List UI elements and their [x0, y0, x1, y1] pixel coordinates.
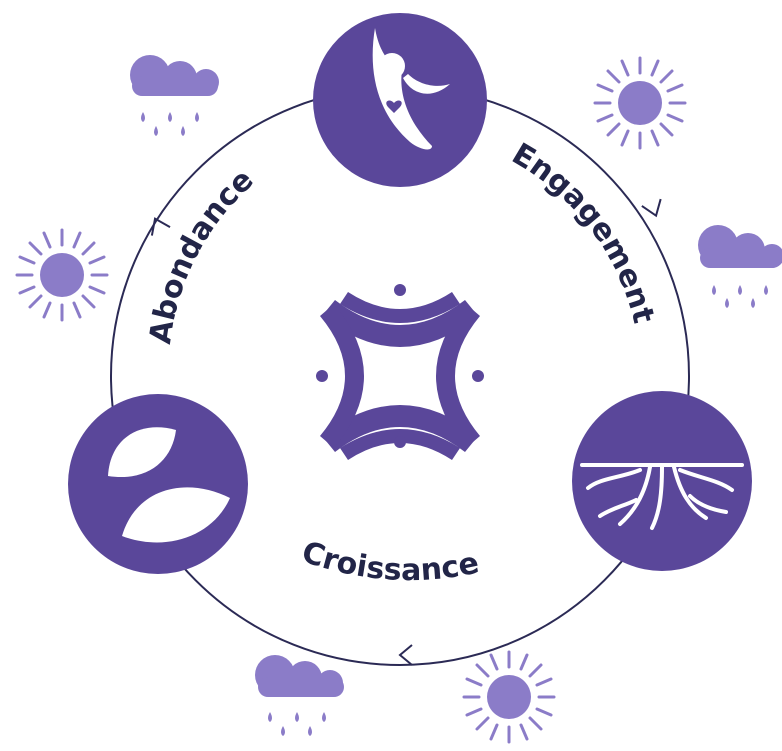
label-engagement: Engagement [506, 137, 661, 327]
person-heart-icon [372, 28, 450, 150]
node-engagement [313, 13, 487, 187]
arrow-bottom [398, 644, 413, 666]
sun-icon [462, 650, 556, 744]
label-croissance: Croissance [297, 535, 482, 588]
center-emblem [316, 284, 484, 460]
node-roots [572, 391, 752, 571]
node-leaves [68, 394, 248, 574]
leaves-icon [108, 427, 230, 543]
rain-cloud-icon [698, 225, 782, 308]
sun-icon [15, 228, 109, 322]
arrow-left [150, 217, 171, 236]
label-abondance: Abondance [143, 162, 260, 346]
rain-cloud-icon [130, 55, 219, 136]
rain-cloud-icon [255, 655, 344, 736]
arrow-right [641, 198, 662, 218]
sun-icon [593, 56, 687, 150]
roots-icon [580, 463, 744, 530]
